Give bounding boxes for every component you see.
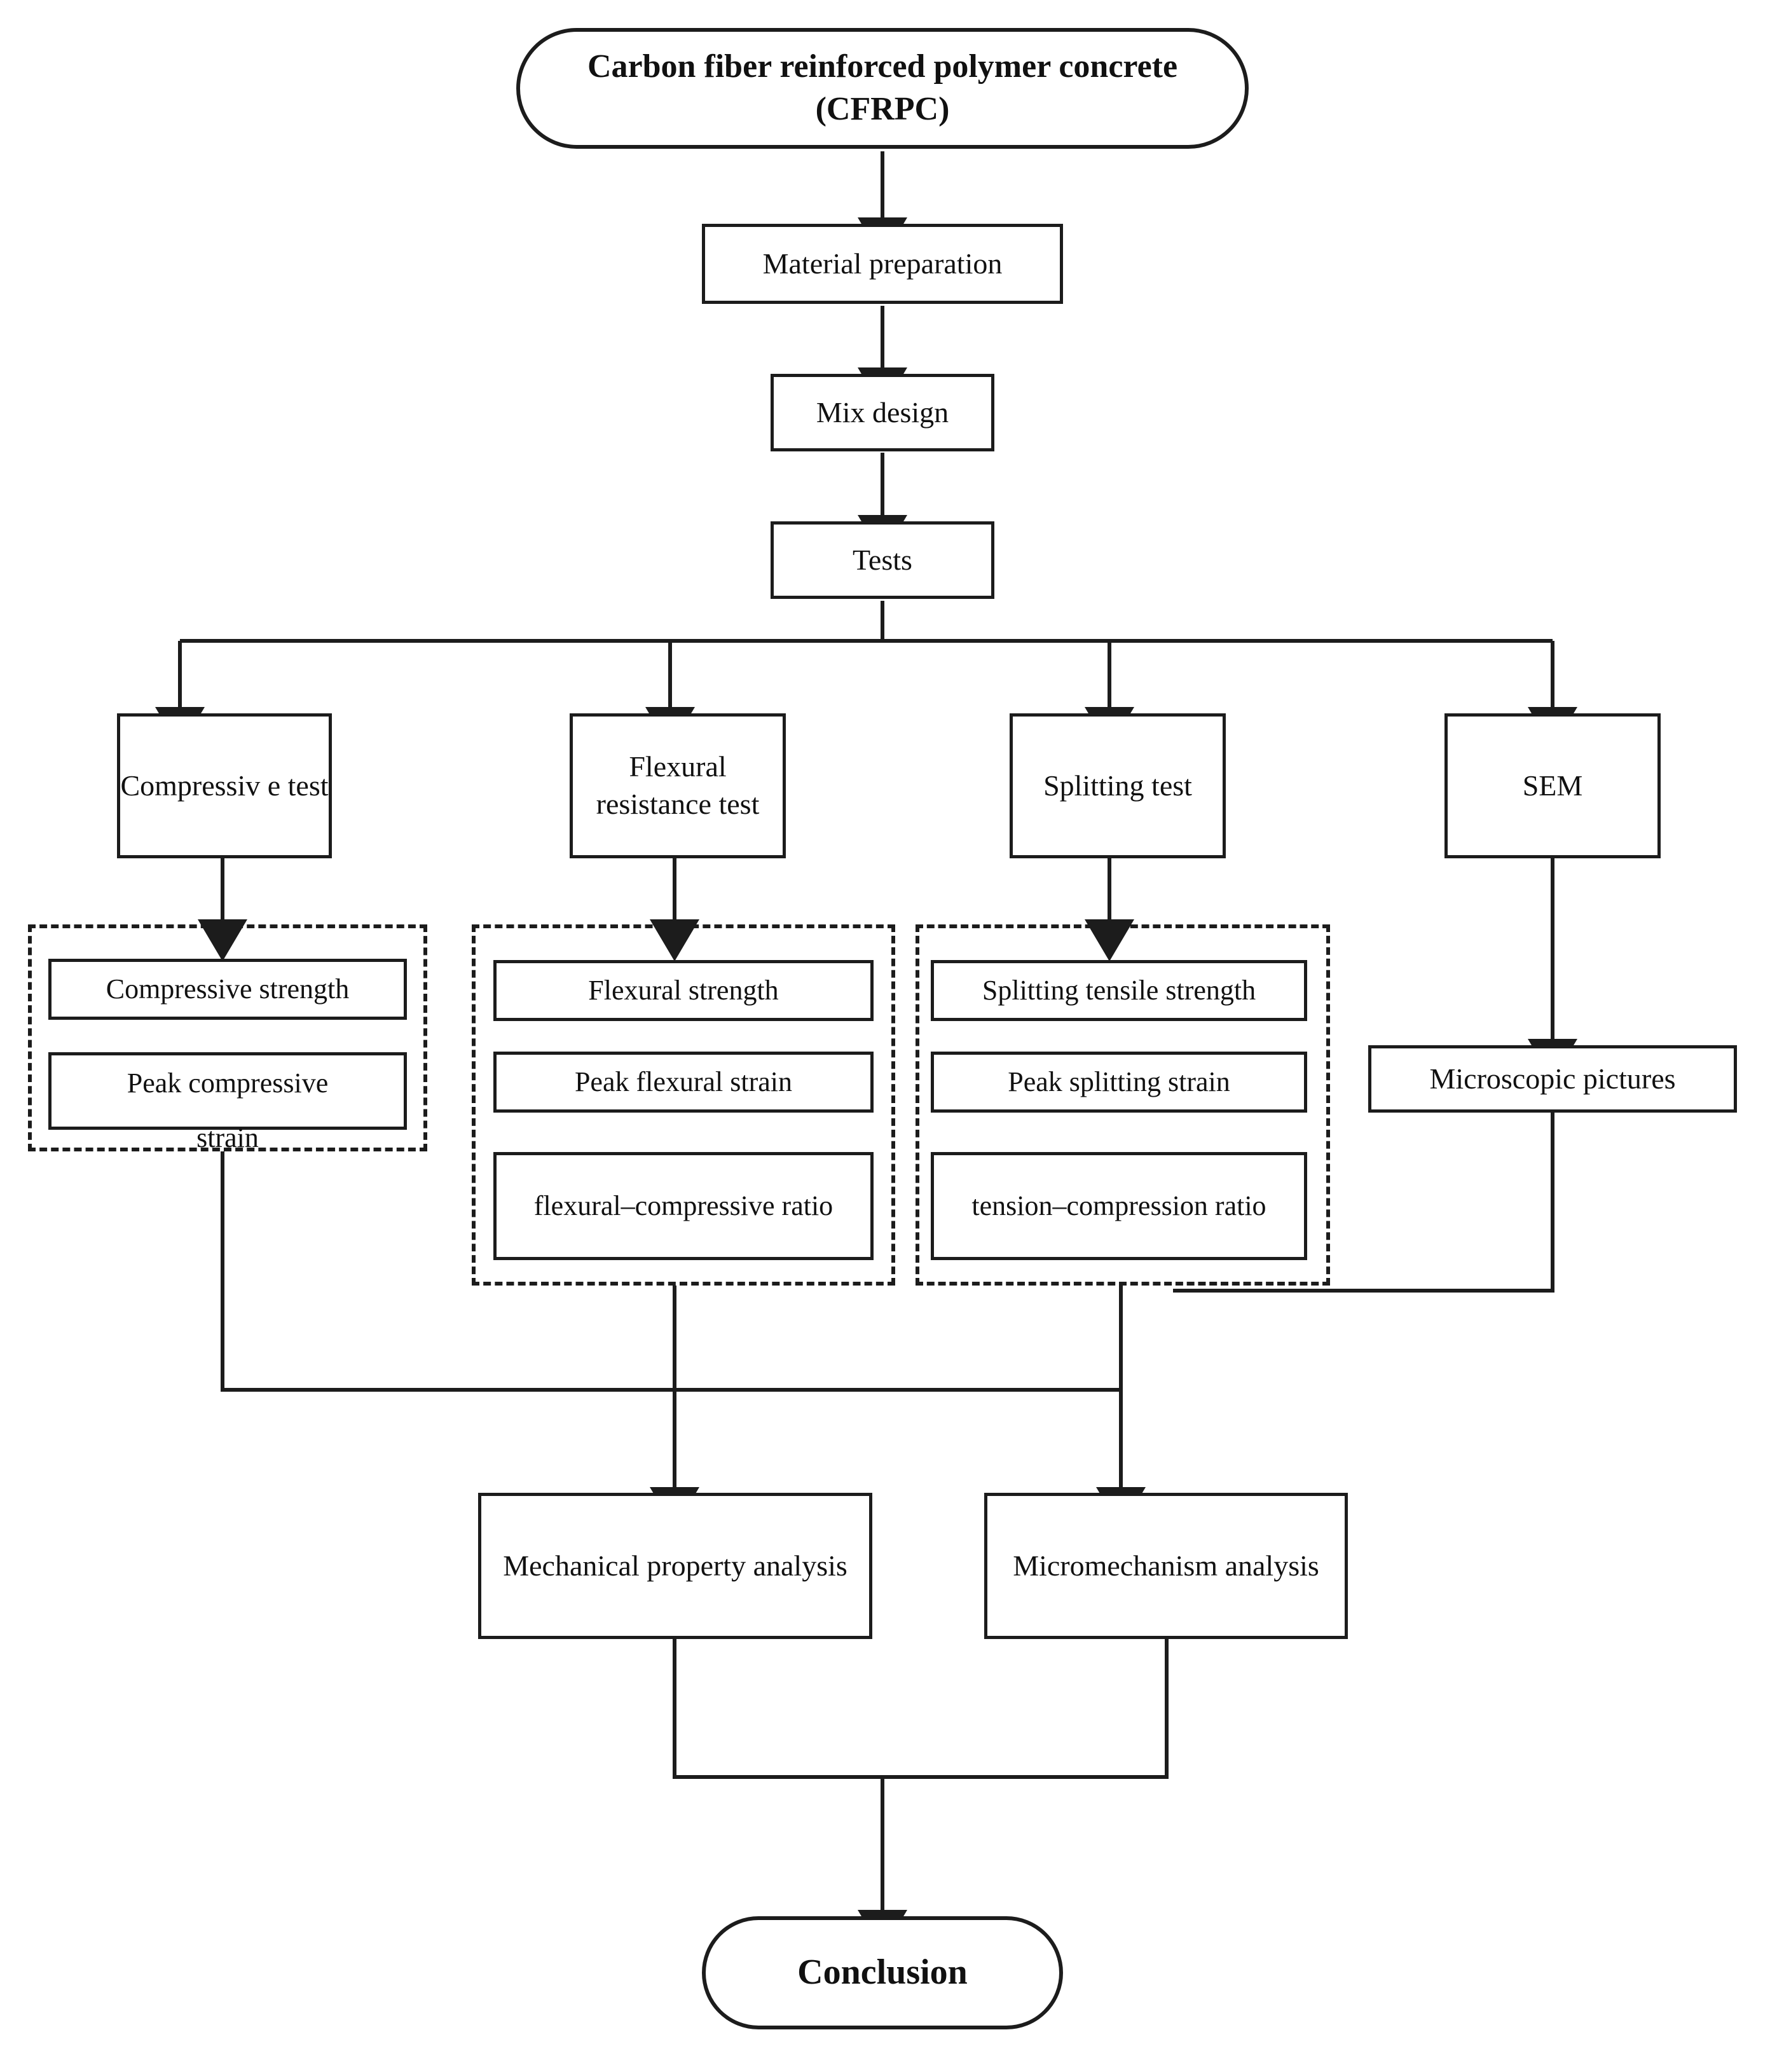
node-peak-splitting-strain-label: Peak splitting strain [1008,1066,1230,1097]
node-peak-flexural-strain[interactable]: Peak flexural strain [493,1052,874,1113]
node-peak-flexural-strain-label: Peak flexural strain [574,1066,793,1097]
node-micromechanism-analysis[interactable]: Micromechanism analysis [984,1493,1348,1639]
edge-mechanical-to-conclusion [673,1639,1169,1779]
node-splitting-test-label: Splitting test [1043,769,1192,802]
node-compressive-test-label: Compressiv e test [120,769,329,802]
node-mechanical-property-analysis-label: Mechanical property analysis [503,1549,847,1582]
node-flexural-resistance-test[interactable]: Flexural resistance test [570,713,786,858]
node-tests-label: Tests [853,543,912,576]
node-material-preparation[interactable]: Material preparation [702,224,1063,304]
node-sem[interactable]: SEM [1444,713,1661,858]
node-peak-compressive-strain[interactable]: Peak compressive [48,1052,407,1130]
node-conclusion-label: Conclusion [797,1952,968,1993]
node-mix-design[interactable]: Mix design [771,374,994,451]
node-peak-compressive-strain-label: Peak compressive [127,1067,329,1099]
node-compressive-test[interactable]: Compressiv e test [117,713,332,858]
node-tension-compression-ratio[interactable]: tension–compression ratio [931,1152,1307,1260]
node-microscopic-pictures[interactable]: Microscopic pictures [1368,1045,1737,1113]
node-flexural-compressive-ratio[interactable]: flexural–compressive ratio [493,1152,874,1260]
node-flexural-strength-label: Flexural strength [588,974,779,1006]
node-title-cfrpc[interactable]: Carbon fiber reinforced polymer concrete… [516,28,1249,149]
node-peak-compressive-strain-overflow-label: strain [196,1122,259,1153]
node-microscopic-pictures-label: Microscopic pictures [1429,1062,1676,1095]
node-compressive-strength[interactable]: Compressive strength [48,959,407,1020]
node-tests[interactable]: Tests [771,521,994,599]
node-flexural-strength[interactable]: Flexural strength [493,960,874,1021]
node-splitting-test[interactable]: Splitting test [1010,713,1226,858]
node-splitting-tensile-strength[interactable]: Splitting tensile strength [931,960,1307,1021]
node-micromechanism-analysis-label: Micromechanism analysis [1013,1549,1319,1582]
node-mix-design-label: Mix design [816,395,949,429]
node-mechanical-property-analysis[interactable]: Mechanical property analysis [478,1493,872,1639]
node-sem-label: SEM [1522,769,1583,802]
node-flexural-resistance-test-label: Flexural resistance test [596,750,760,820]
node-peak-compressive-strain-overflow: strain [48,1120,407,1156]
node-peak-splitting-strain[interactable]: Peak splitting strain [931,1052,1307,1113]
node-compressive-strength-label: Compressive strength [106,973,350,1005]
node-conclusion[interactable]: Conclusion [702,1916,1063,2029]
node-flexural-compressive-ratio-label: flexural–compressive ratio [533,1190,834,1221]
node-tension-compression-ratio-label: tension–compression ratio [971,1190,1266,1221]
node-title-cfrpc-label: Carbon fiber reinforced polymer concrete… [587,48,1178,127]
node-material-preparation-label: Material preparation [762,247,1003,280]
node-splitting-tensile-strength-label: Splitting tensile strength [982,974,1256,1006]
